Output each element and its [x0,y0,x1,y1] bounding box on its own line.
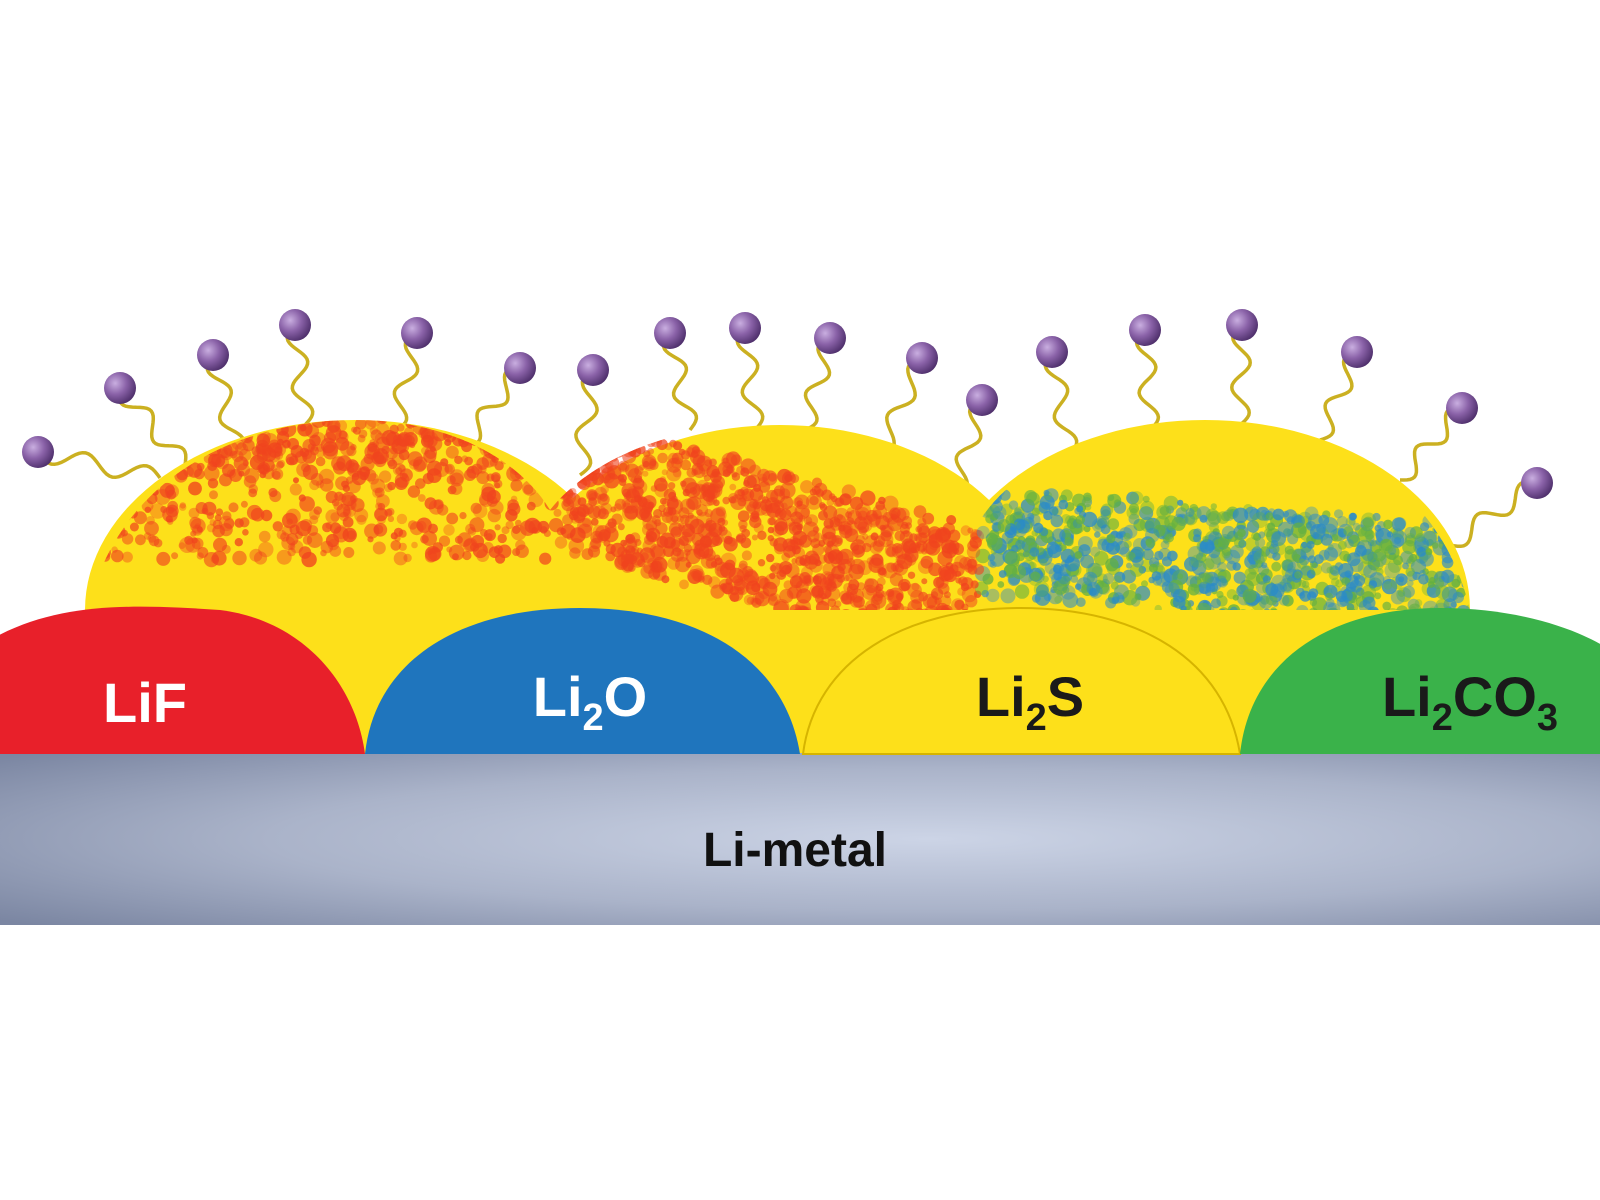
ligand-head-icon [197,339,229,371]
ligand-head-icon [504,352,536,384]
ligand-head-icon [22,436,54,468]
ligand-head-icon [577,354,609,386]
ligand-head-icon [1341,336,1373,368]
ligand-head-icon [1446,392,1478,424]
ligand-head-icon [1521,467,1553,499]
ligand-head-icon [401,317,433,349]
ligand-head-icon [729,312,761,344]
label-lif: LiF [103,671,187,734]
ligand-head-icon [1226,309,1258,341]
ligand-head-icon [279,309,311,341]
ligand-head-icon [906,342,938,374]
label-li2co3: Li2CO3 [1382,665,1558,739]
ligand-head-icon [1036,336,1068,368]
ligand-head-icon [104,372,136,404]
ligand-chain [38,452,160,478]
li-metal-label: Li-metal [703,824,887,877]
ligand-head-icon [654,317,686,349]
ligand-head-icon [966,384,998,416]
ligand-head-icon [1129,314,1161,346]
ligand-head-icon [814,322,846,354]
